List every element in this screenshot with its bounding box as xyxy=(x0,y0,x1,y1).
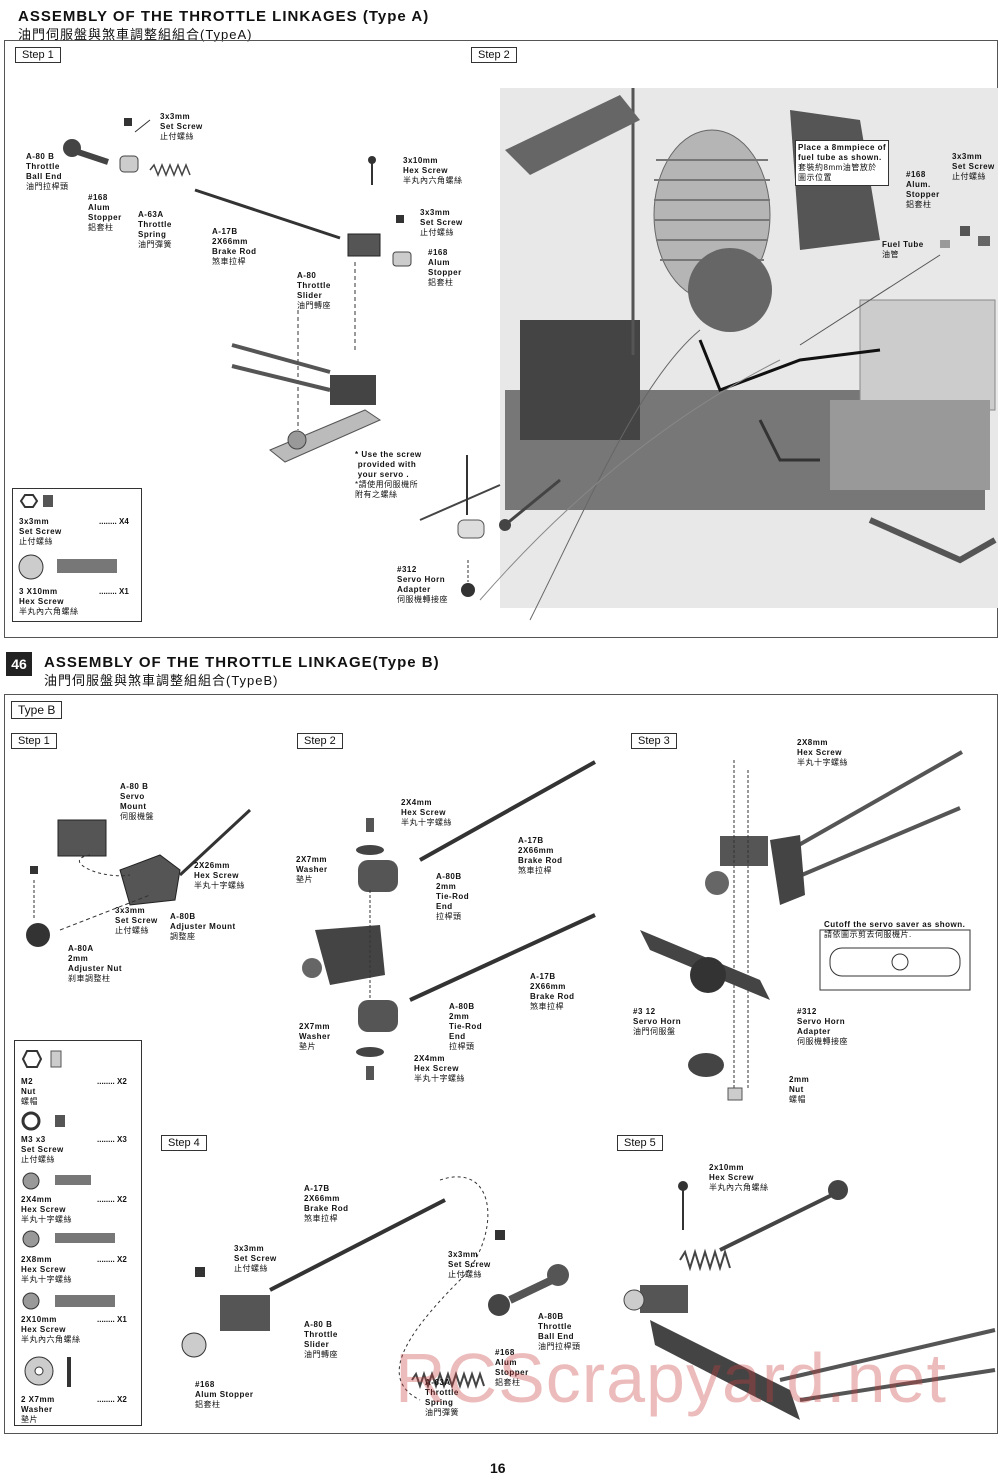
step-b1-label: Step 1 xyxy=(11,733,57,749)
step-a1-label: Step 1 xyxy=(15,47,61,63)
section-a-subtitle: 油門伺服盤與煞車調整組組合(TypeA) xyxy=(18,27,253,42)
section-a-panel: Step 1 Step 2 xyxy=(4,40,998,638)
parts-a-qty-1: ........ X4 xyxy=(99,517,129,526)
step-b5-label: Step 5 xyxy=(617,1135,663,1151)
section-b-panel: Type B Step 1 Step 2 Step 3 Step 4 Step … xyxy=(4,694,998,1434)
step-b4-label: Step 4 xyxy=(161,1135,207,1151)
section-a-title: ASSEMBLY OF THE THROTTLE LINKAGES (Type … xyxy=(18,8,430,25)
section-b-subtitle: 油門伺服盤與煞車調整組組合(TypeB) xyxy=(44,673,279,688)
parts-b-qty-5: ........ X1 xyxy=(97,1315,127,1324)
parts-b-qty-2: ........ X3 xyxy=(97,1135,127,1144)
label-a-fuel-note: Place a 8mmpiece of fuel tube as shown.套… xyxy=(795,140,890,186)
parts-b-qty-4: ........ X2 xyxy=(97,1255,127,1264)
step-a1-illustration xyxy=(63,88,998,621)
step-b2-label: Step 2 xyxy=(297,733,343,749)
parts-b-qty-6: ........ X2 xyxy=(97,1395,127,1404)
watermark: RCScrapyard.net xyxy=(395,1339,947,1417)
step-b3-label: Step 3 xyxy=(631,733,677,749)
parts-b-qty-3: ........ X2 xyxy=(97,1195,127,1204)
page-number: 16 xyxy=(490,1460,506,1476)
parts-a-qty-2: ........ X1 xyxy=(99,587,129,596)
parts-b-qty-1: ........ X2 xyxy=(97,1077,127,1086)
label-b3-cut: Cutoff the servo saver as shown.請依圖示剪去伺服… xyxy=(824,920,966,939)
section-b-number: 46 xyxy=(6,652,32,676)
section-b-title: ASSEMBLY OF THE THROTTLE LINKAGE(Type B) xyxy=(44,654,440,671)
type-b-label: Type B xyxy=(11,701,63,719)
step-a2-label: Step 2 xyxy=(471,47,517,63)
label-a-note: * Use the screw provided with your servo… xyxy=(355,450,422,499)
